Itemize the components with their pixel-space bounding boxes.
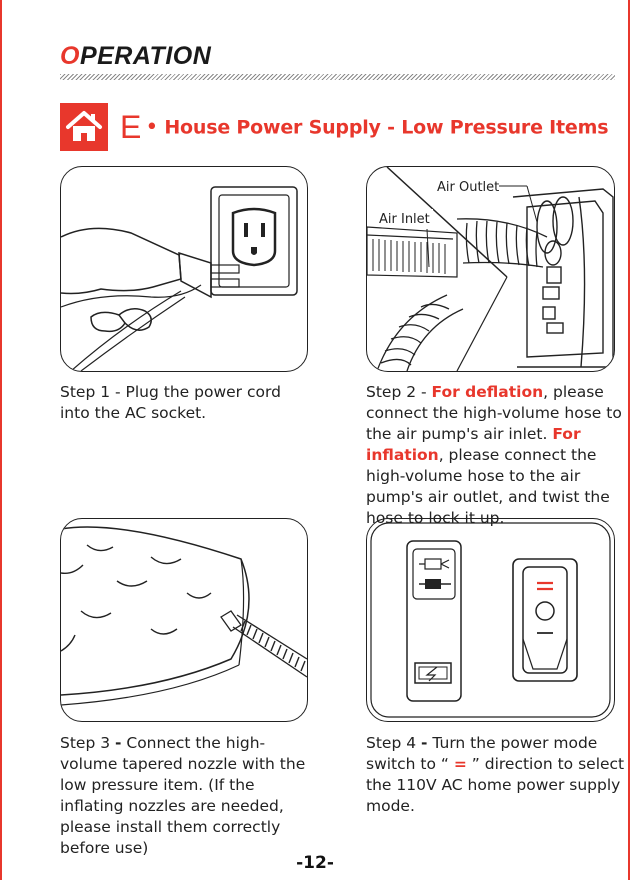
figure-power-mode-switch (366, 518, 615, 722)
deflate-icon (419, 558, 450, 570)
step-4-part2: ” direction to select the 110V AC home p… (366, 755, 625, 815)
figure-nozzle-connection (60, 518, 308, 722)
figure-plug-into-socket (60, 166, 308, 372)
step-4-text: Step 4 - Turn the power mode switch to “… (366, 733, 628, 817)
section-title-rest: PERATION (79, 42, 212, 70)
step-2-part1: , please connect the high-volume hose to… (366, 383, 622, 443)
deflation-keyword: For deflation (431, 383, 544, 401)
step-3-body: Connect the high-volume tapered nozzle w… (60, 734, 306, 857)
step-2-text: Step 2 - For deflation, please connect t… (366, 382, 630, 529)
heading-letter: E (120, 109, 142, 145)
step-3-text: Step 3 - Connect the high-volume tapered… (60, 733, 315, 859)
rocker-switch (512, 558, 578, 682)
step-2-prefix: Step 2 - (366, 383, 432, 401)
page-number: -12- (296, 853, 334, 873)
inflation-keyword: For inflation (366, 425, 581, 464)
step-4-dash: - (421, 734, 428, 752)
step-4-part1: Turn the power mode switch to “ (366, 734, 598, 773)
figure-air-inlet-outlet: Air Outlet Air Inlet (366, 166, 615, 372)
inflate-icon (419, 579, 451, 589)
air-inlet-label: Air Inlet (379, 212, 430, 227)
switch-position-symbol: = (453, 755, 467, 773)
section-title-first-letter: O (60, 42, 80, 70)
air-outlet-label: Air Outlet (437, 180, 499, 195)
page-border-right (628, 0, 630, 880)
home-icon (60, 103, 108, 151)
heading-bullet: • (145, 115, 159, 140)
section-heading: E•House Power Supply - Low Pressure Item… (120, 109, 609, 146)
hatched-divider (60, 74, 615, 80)
page-border-left (0, 0, 2, 880)
heading-text: House Power Supply - Low Pressure Items (164, 116, 609, 139)
section-title: OPERATION (60, 42, 211, 71)
step-3-dash: - (115, 734, 122, 752)
step-1-text: Step 1 - Plug the power cord into the AC… (60, 383, 281, 422)
step-2-part2: , please connect the high-volume hose to… (366, 446, 610, 527)
step-3-prefix: Step 3 (60, 734, 116, 752)
battery-icon (414, 662, 452, 684)
step-4-prefix: Step 4 (366, 734, 422, 752)
